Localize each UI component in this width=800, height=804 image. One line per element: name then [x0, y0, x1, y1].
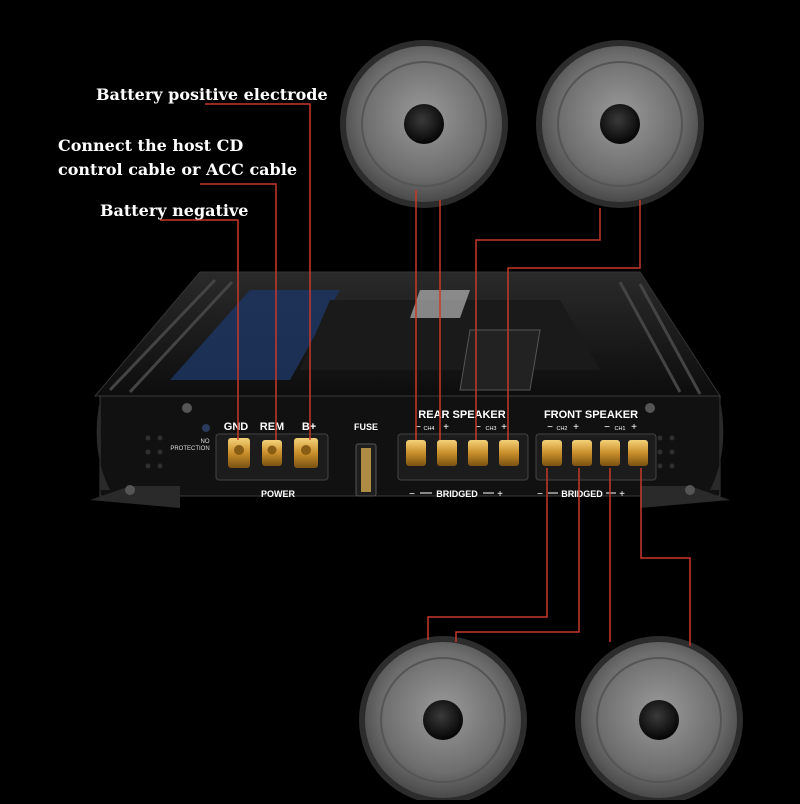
terminal-ch3-minus	[468, 440, 488, 466]
label-power: POWER	[261, 489, 296, 499]
wire-rear-ch3-minus	[475, 208, 601, 440]
label-fuse: FUSE	[354, 422, 378, 432]
terminal-ch2-plus	[572, 440, 592, 466]
protection-led	[202, 424, 210, 432]
speaker-bottom-left	[359, 636, 527, 804]
fuse-icon	[361, 448, 371, 492]
front-bridged-minus: −	[537, 489, 543, 500]
terminal-ch1-plus	[628, 440, 648, 466]
terminal-rem	[262, 440, 282, 466]
label-ch2: CH2	[556, 426, 567, 432]
callout-battery-positive-text: Battery positive electrode	[96, 85, 328, 104]
wire-rear-ch3-plus	[507, 200, 641, 440]
label-bplus: B+	[302, 421, 316, 433]
label-ch4: CH4	[423, 426, 434, 432]
front-plus-1: +	[573, 422, 579, 433]
speaker-bottom-right	[575, 636, 743, 804]
label-ch3: CH3	[485, 426, 496, 432]
power-terminals	[228, 438, 318, 468]
label-no-protection-2: PROTECTION	[170, 446, 209, 452]
rear-minus-1: −	[415, 422, 421, 433]
speaker-top-right	[536, 40, 704, 208]
leader-battery-negative	[160, 219, 239, 440]
label-no-protection-1: NO	[201, 439, 210, 445]
leader-remote	[200, 183, 277, 440]
front-minus-1: −	[547, 422, 553, 433]
front-bridged-label: BRIDGED	[561, 489, 603, 499]
amplifier-body	[90, 271, 730, 508]
rear-minus-2: −	[475, 422, 481, 433]
terminal-gnd	[228, 438, 250, 468]
label-front-speaker: FRONT SPEAKER	[544, 409, 638, 421]
callout-host-cd-line2: control cable or ACC cable	[58, 160, 297, 179]
terminal-ch1-minus	[600, 440, 620, 466]
label-rem: REM	[260, 421, 284, 433]
terminal-bplus	[294, 438, 318, 468]
wire-front-ch1-plus	[640, 468, 691, 646]
rear-plus-1: +	[443, 422, 449, 433]
front-plus-2: +	[631, 422, 637, 433]
terminal-ch2-minus	[542, 440, 562, 466]
rear-bridged-plus: +	[497, 489, 503, 500]
wire-front-ch2-plus	[455, 468, 580, 642]
speaker-terminals	[406, 440, 648, 466]
callout-host-cd: Connect the host CD control cable or ACC…	[58, 134, 297, 182]
leader-battery-positive	[205, 103, 311, 440]
rear-bridged-label: BRIDGED	[436, 489, 478, 499]
wire-front-ch2-minus	[427, 468, 548, 640]
rear-bridged-minus: −	[409, 489, 415, 500]
label-gnd: GND	[224, 421, 249, 433]
front-minus-2: −	[604, 422, 610, 433]
callout-battery-negative: Battery negative	[100, 199, 248, 223]
rear-plus-2: +	[501, 422, 507, 433]
label-ch1: CH1	[614, 426, 625, 432]
terminal-ch3-plus	[499, 440, 519, 466]
callout-host-cd-line1: Connect the host CD	[58, 136, 244, 155]
speaker-top-left	[340, 40, 508, 208]
front-bridged-plus: +	[619, 489, 625, 500]
terminal-ch4-minus	[406, 440, 426, 466]
callout-battery-positive: Battery positive electrode	[96, 83, 328, 107]
callout-battery-negative-text: Battery negative	[100, 201, 249, 220]
label-rear-speaker: REAR SPEAKER	[418, 409, 505, 421]
terminal-ch4-plus	[437, 440, 457, 466]
